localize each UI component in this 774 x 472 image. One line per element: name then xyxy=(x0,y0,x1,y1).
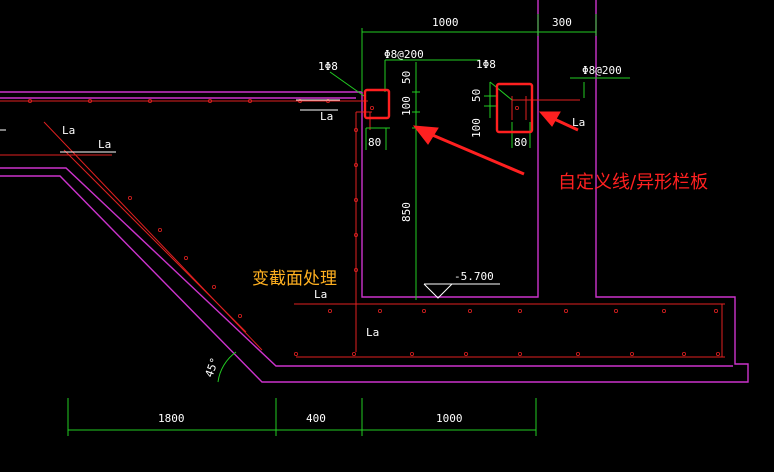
annotation-arrows xyxy=(412,111,579,176)
dim-top-1000: 1000 xyxy=(432,16,459,29)
leader-lines xyxy=(0,99,340,153)
rebar-right-1phi8: 1Φ8 xyxy=(476,58,496,71)
dim-left-50: 50 xyxy=(400,71,413,84)
wall-right-edge xyxy=(0,0,749,383)
dim-bottom-400: 400 xyxy=(306,412,326,425)
dim-height-850: 850 xyxy=(400,202,413,222)
dim-right-80: 80 xyxy=(514,136,527,149)
angle-45: 45° xyxy=(203,356,222,379)
dim-left-80: 80 xyxy=(368,136,381,149)
dim-top-300: 300 xyxy=(552,16,572,29)
la-label-6: La xyxy=(366,326,379,339)
ramp-inner-edge xyxy=(0,167,733,367)
dim-right-50: 50 xyxy=(470,89,483,102)
annotation-custom-line: 自定义线/异形栏板 xyxy=(558,172,708,193)
rebar-left-phi8-200: Φ8@200 xyxy=(384,48,424,61)
la-label-5: La xyxy=(314,288,327,301)
structure-outline xyxy=(0,0,749,383)
la-label-1: La xyxy=(62,124,75,137)
dim-bottom-1800: 1800 xyxy=(158,412,185,425)
rebar-ramp-2 xyxy=(63,149,247,333)
dim-right-100: 100 xyxy=(470,118,483,138)
highlight-box-left xyxy=(363,88,391,120)
elevation-label: -5.700 xyxy=(454,270,494,283)
wall-left-edge xyxy=(361,0,539,298)
highlight-box-right xyxy=(495,82,534,134)
rebar-dots xyxy=(27,99,721,356)
rebar-right-phi8-200: Φ8@200 xyxy=(582,64,622,77)
rebar-left-1phi8: 1Φ8 xyxy=(318,60,338,73)
cad-text: 1000 300 1Φ8 Φ8@200 1Φ8 Φ8@200 50 100 80… xyxy=(62,16,622,425)
la-label-4: La xyxy=(572,116,585,129)
la-label-3: La xyxy=(320,110,333,123)
la-label-2: La xyxy=(98,138,111,151)
annotation-variable-section: 变截面处理 xyxy=(252,269,337,289)
dim-left-100: 100 xyxy=(400,96,413,116)
elevation-marker xyxy=(423,283,500,299)
rebar-lines xyxy=(0,96,725,358)
dim-bottom-1000: 1000 xyxy=(436,412,463,425)
dimension-lines xyxy=(67,14,630,436)
